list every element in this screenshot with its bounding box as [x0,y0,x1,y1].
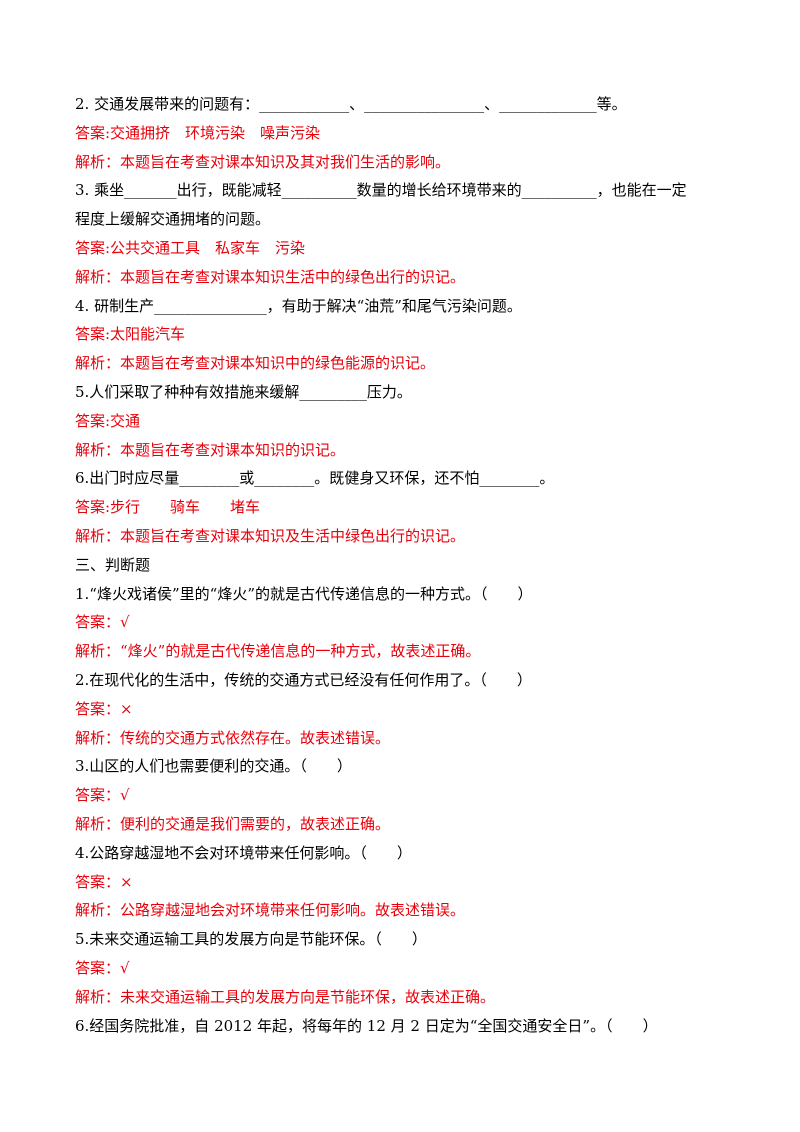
question-line: 6.出门时应尽量________或________。既健身又环保，还不怕____… [75,469,555,488]
section-heading: 三、判断题 [75,555,151,574]
answer-line: 答案:公共交通工具 私家车 污染 [75,238,306,257]
question-line: 2. 交通发展带来的问题有：____________、_____________… [75,95,627,113]
answer-line: 答案：× [75,872,133,891]
question-line: 1.“烽火戏诸侯”里的“烽火”的就是古代传递信息的一种方式。（ ） [75,584,533,603]
analysis-line: 解析：公路穿越湿地会对环境带来任何影响。故表述错误。 [75,901,466,920]
question-line: 4. 研制生产_______________，有助于解决“油荒”和尾气污染问题。 [75,296,522,315]
document-page: 2. 交通发展带来的问题有：____________、_____________… [75,90,735,1040]
analysis-line: 解析：本题旨在考查对课本知识生活中的绿色出行的识记。 [75,267,466,286]
analysis-line: 解析：“烽火”的就是古代传递信息的一种方式，故表述正确。 [75,642,481,661]
answer-line: 答案：√ [75,786,130,805]
question-line: 6.经国务院批准，自 2012 年起，将每年的 12 月 2 日定为“全国交通安… [75,1016,658,1035]
answer-line: 答案:步行 骑车 堵车 [75,498,261,517]
analysis-line: 解析：本题旨在考查对课本知识的识记。 [75,440,346,459]
answer-line: 答案：√ [75,613,130,632]
answer-line: 答案:交通拥挤 环境污染 噪声污染 [75,123,321,142]
analysis-line: 解析：便利的交通是我们需要的，故表述正确。 [75,814,391,833]
analysis-line: 解析：本题旨在考查对课本知识及其对我们生活的影响。 [75,152,451,171]
analysis-line: 解析：本题旨在考查对课本知识及生活中绿色出行的识记。 [75,526,466,545]
question-line: 2.在现代化的生活中，传统的交通方式已经没有任何作用了。（ ） [75,670,532,689]
answer-line: 答案：× [75,699,133,718]
analysis-line: 解析：传统的交通方式依然存在。故表述错误。 [75,728,391,747]
question-line: 3.山区的人们也需要便利的交通。（ ） [75,757,352,776]
analysis-line: 解析：未来交通运输工具的发展方向是节能环保，故表述正确。 [75,987,496,1006]
analysis-line: 解析：本题旨在考查对课本知识中的绿色能源的识记。 [75,354,436,373]
answer-line: 答案:太阳能汽车 [75,325,186,344]
question-line: 5.人们采取了种种有效措施来缓解_________压力。 [75,382,412,401]
answer-line: 答案:交通 [75,411,141,430]
answer-line: 答案：√ [75,958,130,977]
question-line: 程度上缓解交通拥堵的问题。 [75,210,271,229]
question-line: 5.未来交通运输工具的发展方向是节能环保。（ ） [75,930,427,949]
question-line: 3. 乘坐_______出行，既能减轻__________数量的增长给环境带来的… [75,181,687,200]
question-line: 4.公路穿越湿地不会对环境带来任何影响。（ ） [75,843,412,862]
